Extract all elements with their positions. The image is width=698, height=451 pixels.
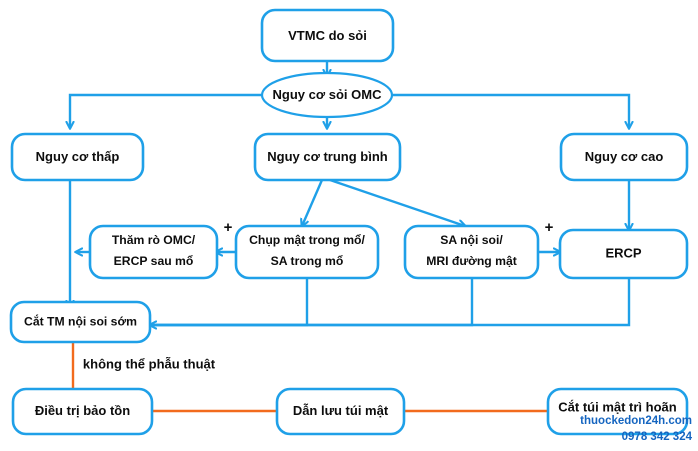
edge-label-plus-left: + <box>224 219 233 236</box>
node-nguy-co-soi-omc-label: Nguy cơ sỏi OMC <box>273 87 383 102</box>
node-chup-mat-trong-mo-box <box>234 224 380 280</box>
node-dan-luu-tui-mat[interactable]: Dẫn lưu túi mật <box>275 387 406 436</box>
edge-omc-to-thap <box>70 93 263 128</box>
node-dieu-tri-bao-ton[interactable]: Điều trị bảo tồn <box>11 387 154 436</box>
node-cat-tm-noi-soi-som-box <box>9 300 152 344</box>
node-ercp[interactable]: ERCP <box>558 228 689 280</box>
watermark-phone: 0978 342 324 <box>622 431 693 443</box>
node-chup-mat-trong-mo-label-line1: Chụp mật trong mổ/ <box>249 233 365 247</box>
node-tham-ro-omc-label-line2: ERCP sau mổ <box>114 254 194 268</box>
edge-label-khong-the-phau-thuat: không thể phẫu thuật <box>83 356 216 371</box>
node-chup-mat-trong-mo-label-line2: SA trong mổ <box>271 254 344 268</box>
node-dan-luu-tui-mat-label: Dẫn lưu túi mật <box>293 403 389 418</box>
watermark: thuockedon24h.com 0978 342 324 <box>580 415 692 443</box>
connectors-orange <box>71 342 548 413</box>
edge-omc-to-cao <box>391 93 629 128</box>
node-ercp-box <box>558 228 689 280</box>
node-sa-noi-soi-mri-label-line1: SA nội soi/ <box>440 233 503 247</box>
node-nguy-co-soi-omc[interactable]: Nguy cơ sỏi OMC <box>260 71 394 119</box>
connectors-blue <box>70 61 629 325</box>
node-sa-noi-soi-mri-box <box>403 224 540 280</box>
node-dan-luu-tui-mat-box <box>275 387 406 436</box>
node-vtmc-do-soi-box <box>260 8 395 63</box>
watermark-site: thuockedon24h.com <box>580 415 692 427</box>
node-nguy-co-cao-label: Nguy cơ cao <box>585 149 664 164</box>
node-cat-tm-noi-soi-som[interactable]: Cắt TM nội soi sớm <box>9 300 152 344</box>
node-nguy-co-cao-box <box>559 132 689 182</box>
node-vtmc-do-soi[interactable]: VTMC do sỏi <box>260 8 395 63</box>
node-cat-tui-mat-tri-hoan-box <box>546 387 689 436</box>
node-sa-noi-soi-mri[interactable]: SA nội soi/ MRI đường mật <box>403 224 540 280</box>
node-nguy-co-thap-label: Nguy cơ thấp <box>36 149 120 164</box>
node-dieu-tri-bao-ton-box <box>11 387 154 436</box>
node-nguy-co-thap[interactable]: Nguy cơ thấp <box>10 132 145 182</box>
node-sa-noi-soi-mri-label-line2: MRI đường mật <box>426 254 517 268</box>
node-ercp-label: ERCP <box>605 245 641 260</box>
edge-label-plus-right: + <box>545 219 554 236</box>
node-cat-tm-noi-soi-som-label: Cắt TM nội soi sớm <box>24 314 137 329</box>
edge-trungbinh-to-chupmat <box>302 179 324 226</box>
node-tham-ro-omc-box <box>88 224 219 280</box>
edge-chupmat-down-to-cattm <box>150 278 309 325</box>
node-nguy-co-cao[interactable]: Nguy cơ cao <box>559 132 689 182</box>
node-nguy-co-soi-omc-box <box>260 71 394 119</box>
node-vtmc-do-soi-label: VTMC do sỏi <box>288 28 367 43</box>
node-cat-tui-mat-tri-hoan-label: Cắt túi mật trì hoãn <box>558 399 677 414</box>
edge-sanoisoi-down-to-cattm <box>150 278 474 327</box>
node-dieu-tri-bao-ton-label: Điều trị bảo tồn <box>35 403 130 418</box>
node-nguy-co-thap-box <box>10 132 145 182</box>
node-tham-ro-omc-label-line1: Thăm rò OMC/ <box>112 233 196 247</box>
node-chup-mat-trong-mo[interactable]: Chụp mật trong mổ/ SA trong mổ <box>234 224 380 280</box>
node-cat-tui-mat-tri-hoan[interactable]: Cắt túi mật trì hoãn <box>546 387 689 436</box>
node-nguy-co-trung-binh[interactable]: Nguy cơ trung bình <box>253 132 402 182</box>
node-nguy-co-trung-binh-label: Nguy cơ trung bình <box>267 149 388 164</box>
node-nguy-co-trung-binh-box <box>253 132 402 182</box>
edge-ercp-down-to-cattm <box>150 278 631 327</box>
node-tham-ro-omc[interactable]: Thăm rò OMC/ ERCP sau mổ <box>88 224 219 280</box>
edge-trungbinh-to-sanoisoi <box>329 178 465 226</box>
